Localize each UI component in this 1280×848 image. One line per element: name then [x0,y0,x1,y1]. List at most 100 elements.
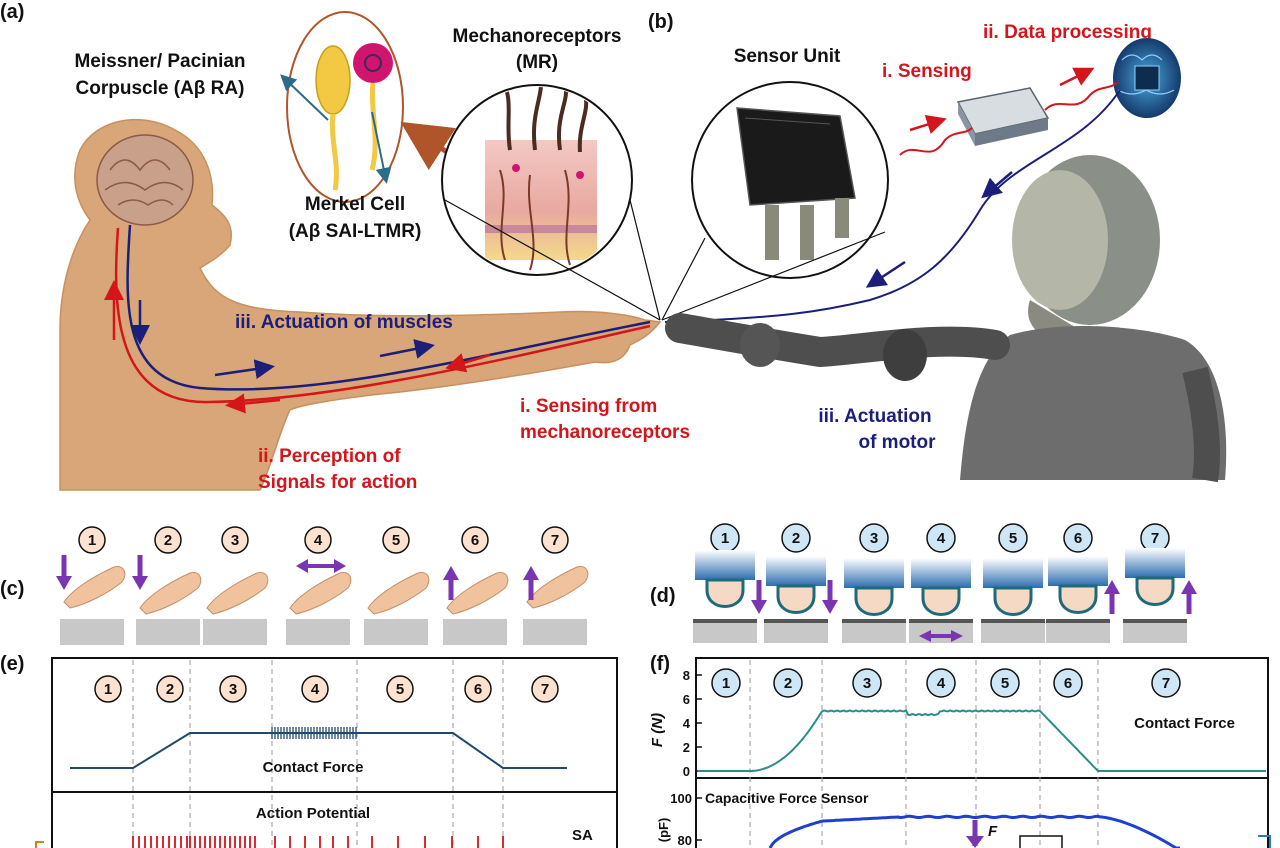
step-number: 6 [474,681,482,698]
surface-block [764,621,828,643]
sensor-contact-icon [1125,548,1185,606]
f-y2-axis-label: (pF) [656,818,671,843]
sa-label: SA [572,827,593,844]
step-number: 6 [1064,675,1072,692]
surface-block [60,619,124,645]
sensing-mr-label-2: mechanoreceptors [520,422,690,443]
f-contact-force-label: Contact Force [1134,715,1235,732]
step-marker-2: 2 [781,523,811,553]
action-potential-label: Action Potential [256,805,370,822]
daq-device-icon [956,87,1050,146]
zoom-line [629,199,661,321]
actuation-arrow [865,260,906,288]
sensor-contact-icon [1048,556,1108,614]
step-marker-5: 5 [998,523,1028,553]
perception-label-1: ii. Perception of [258,446,401,467]
step-marker-3: 3 [852,668,882,698]
step-marker-7: 7 [1151,668,1181,698]
step-number: 4 [314,532,323,549]
motion-arrow [523,566,539,600]
step-number: 2 [166,681,174,698]
y-tick-label: 4 [683,716,691,731]
motion-arrow [1104,580,1120,614]
surface-block [981,621,1045,643]
finger-icon [63,565,126,609]
actuation-motor-label-2: of motor [858,432,936,453]
human-brain-icon [96,134,194,226]
signal-to-brain [1044,81,1119,111]
surface-block [842,621,906,643]
step-marker-5: 5 [382,526,410,554]
f-y-axis-label: F (N) [649,713,666,747]
contact-force-trace [70,732,567,769]
force-symbol: F [988,823,998,840]
step-marker-6: 6 [461,526,489,554]
perception-label-2: Signals for action [258,472,417,493]
step-number: 3 [229,681,237,698]
force-trace [698,709,1266,772]
step-marker-5: 5 [990,668,1020,698]
surface-block [909,621,973,643]
actuation-motor-label-1: iii. Actuation [818,406,931,427]
step-marker-5: 5 [386,675,414,703]
capacitance-trace [768,814,1180,848]
surface-block [203,619,267,645]
motion-arrow [919,630,963,642]
actuation-muscles-label: iii. Actuation of muscles [235,312,453,333]
surface-block [136,619,200,645]
step-number: 4 [937,530,946,547]
step-marker-7: 7 [1140,523,1170,553]
step-number: 5 [1009,530,1017,547]
sensor-lead [835,198,849,238]
sensing-arrow [909,114,947,135]
step-marker-2: 2 [773,668,803,698]
step-number: 5 [392,532,400,549]
step-marker-4: 4 [304,526,332,554]
bracket-mark [1258,835,1271,848]
motion-arrow [443,566,459,600]
zoom-line [444,199,661,321]
surface-block [286,619,350,645]
step-marker-3: 3 [859,523,889,553]
y-tick-label: 2 [683,740,690,755]
step-marker-4: 4 [926,668,956,698]
surface-block [693,621,757,643]
data-processing-label: ii. Data processing [983,22,1152,43]
sensing-label: i. Sensing [882,61,972,82]
sensor-contact-icon [844,558,904,616]
sensor-contact-icon [695,550,755,608]
step-number: 7 [1151,530,1159,547]
contact-force-label: Contact Force [263,759,364,776]
inset-box [1019,835,1063,848]
step-number: 6 [471,532,479,549]
sensing-mr-label-1: i. Sensing from [520,396,657,417]
capacitive-label: Capacitive Force Sensor [705,790,869,806]
finger-icon [139,571,202,615]
motion-arrow [132,555,148,590]
step-marker-2: 2 [154,526,182,554]
step-marker-7: 7 [541,526,569,554]
step-number: 6 [1074,530,1082,547]
meissner-label-1: Meissner/ Pacinian [74,51,245,72]
step-number: 7 [541,681,549,698]
merkel-cell-icon [353,43,393,83]
skin-cross-section [441,84,633,276]
surface-block [523,619,587,645]
step-number: 3 [870,530,878,547]
step-number: 1 [88,532,96,549]
finger-icon [289,571,352,615]
step-marker-3: 3 [219,675,247,703]
surface-block [443,619,507,645]
sensor-contact-icon [911,558,971,616]
processing-arrow [1059,67,1095,87]
step-marker-1: 1 [78,526,106,554]
step-number: 3 [863,675,871,692]
y2-tick-label: 100 [670,791,692,806]
step-marker-2: 2 [156,675,184,703]
finger-icon [206,571,269,615]
sensor-unit-label: Sensor Unit [734,46,841,67]
